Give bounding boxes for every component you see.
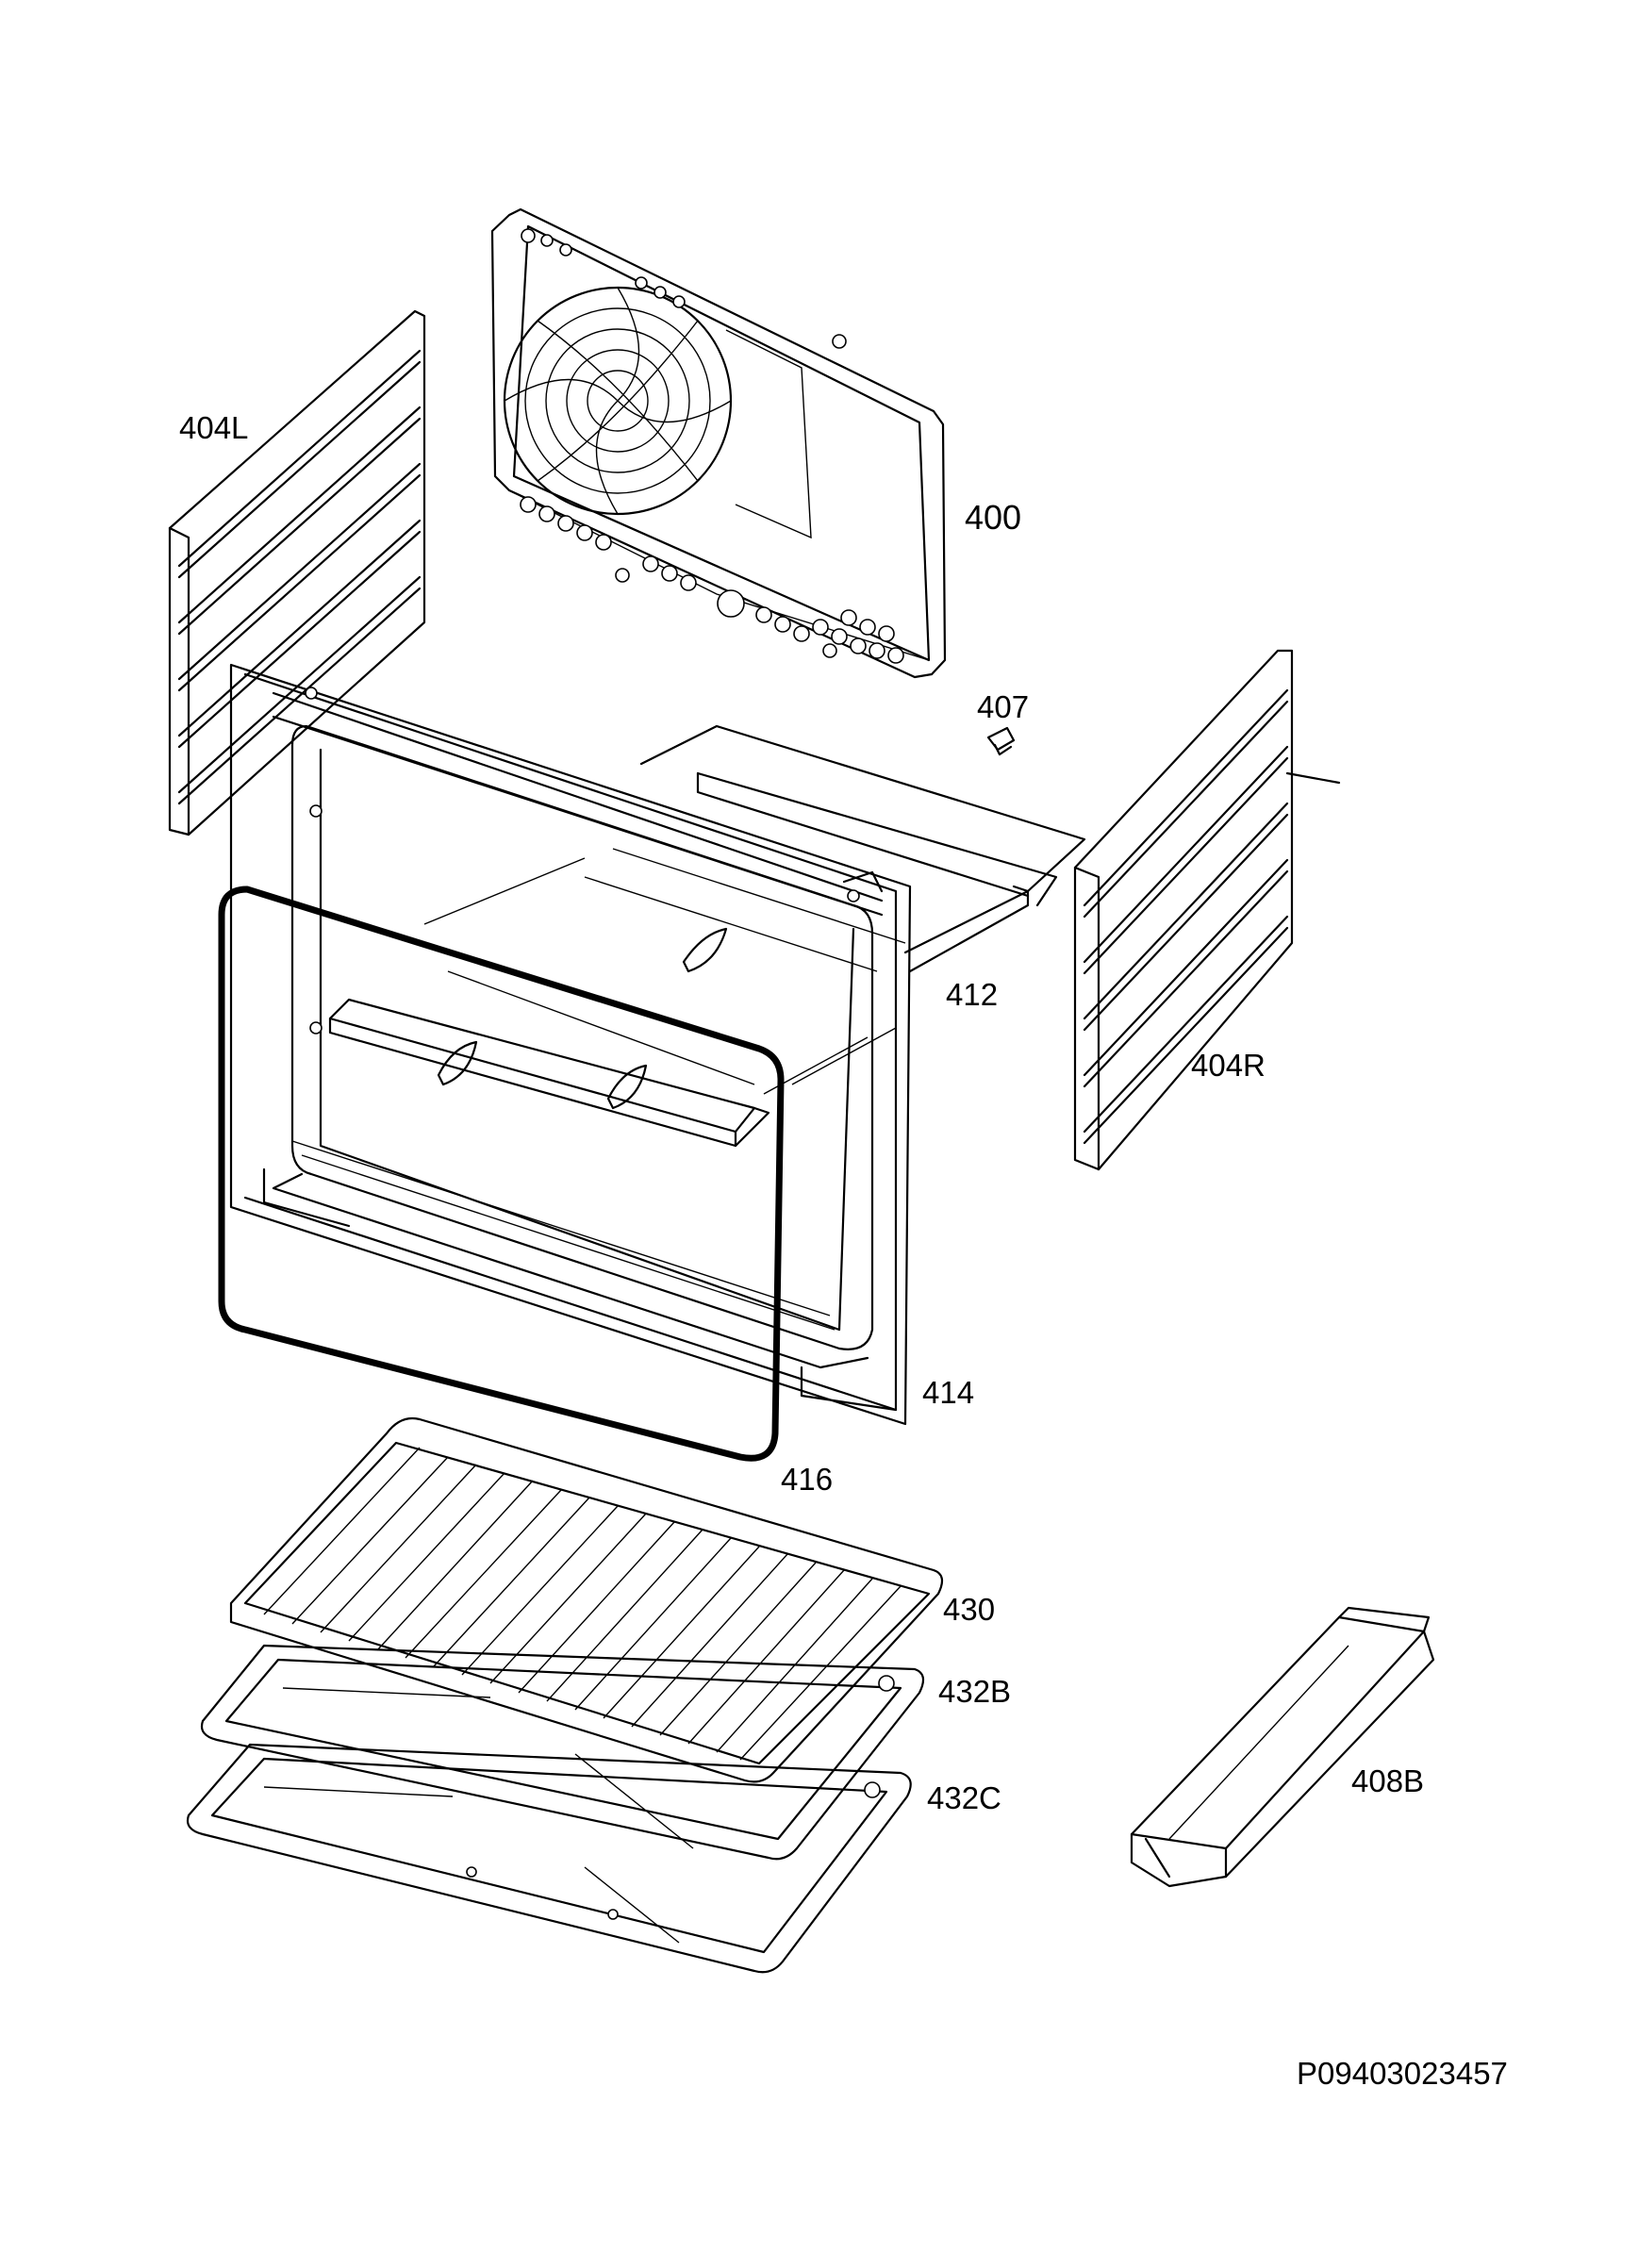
part-432B-baking-tray [200,1644,925,1861]
label-404R: 404R [1191,1048,1266,1083]
part-404R-right-runner [1073,649,1341,1171]
drawing-code: P09403023457 [1297,2056,1508,2091]
label-404L: 404L [179,410,249,445]
label-412: 412 [946,977,999,1012]
label-400: 400 [965,498,1022,537]
part-430-wire-shelf [229,1416,944,1783]
part-408B-drip-channel [1130,1606,1435,1888]
label-414: 414 [922,1375,975,1410]
label-432B: 432B [938,1674,1012,1709]
label-430: 430 [943,1592,996,1627]
part-414-cavity-frame [229,663,912,1426]
label-432C: 432C [927,1780,1001,1815]
part-432C-deep-tray [186,1743,912,1974]
part-400-fan-cover [490,207,947,679]
part-416-door-seal [218,886,785,1462]
part-412-cavity-liner [328,724,1086,1148]
part-404L-left-runner [168,309,426,836]
label-408B: 408B [1351,1763,1425,1798]
part-407-clip [986,726,1016,756]
label-416: 416 [781,1462,834,1497]
label-407: 407 [977,689,1030,724]
